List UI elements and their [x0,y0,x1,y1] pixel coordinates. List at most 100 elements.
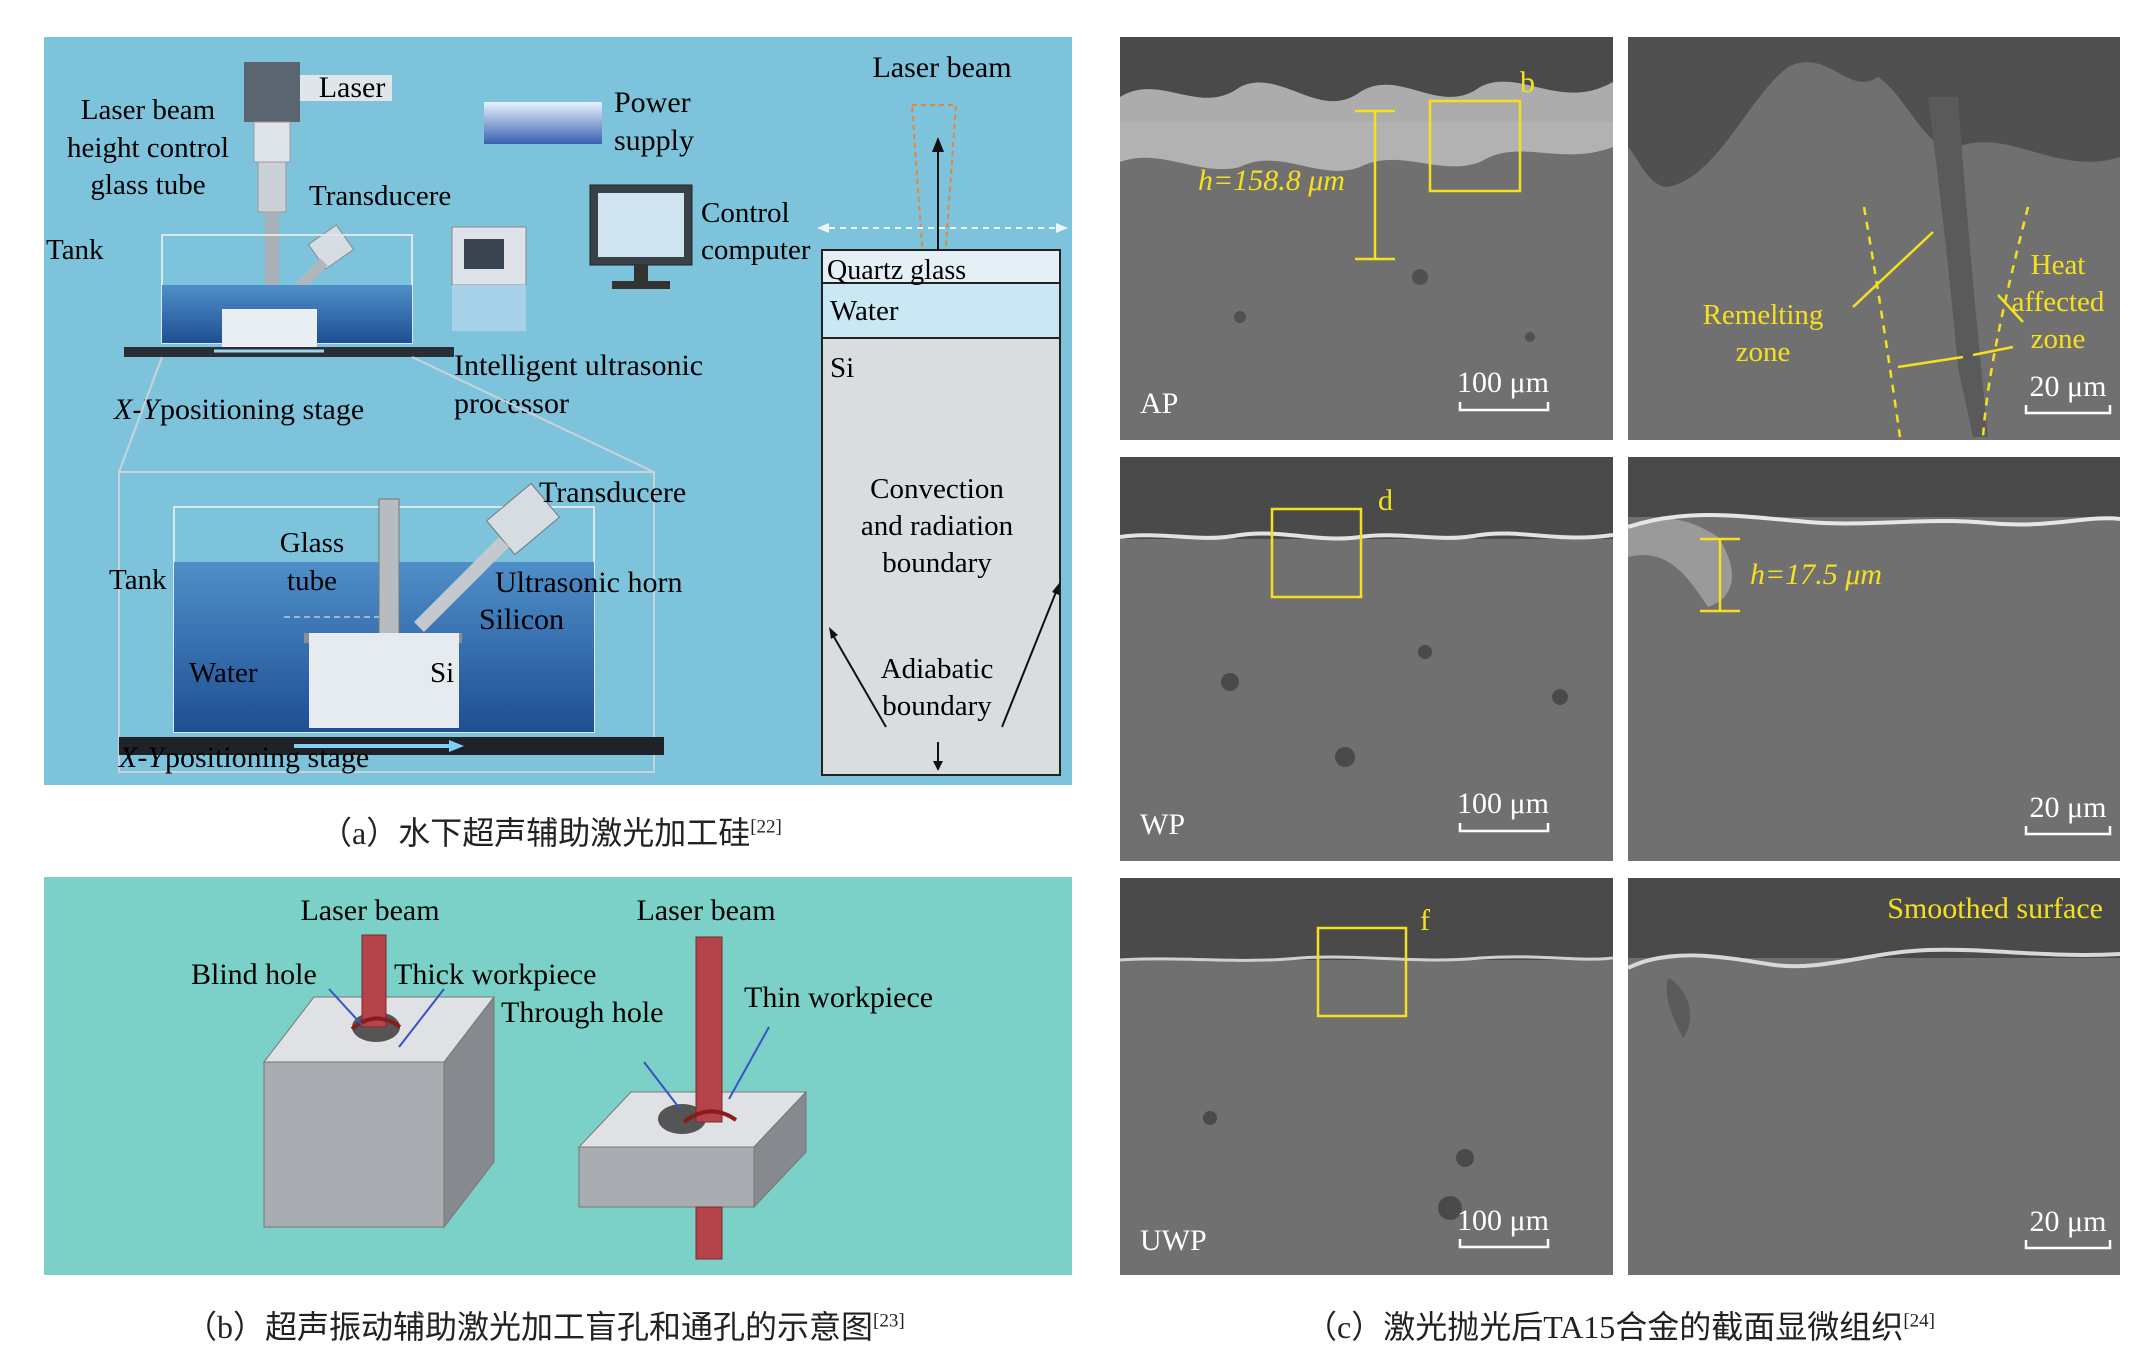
label-laser: Laser [319,71,386,104]
label-water-zoom: Water [189,657,258,689]
caption-c-ref: [24] [1903,1310,1935,1332]
caption-b: （b）超声振动辅助激光加工盲孔和通孔的示意图[23] [185,1302,905,1348]
sem-uwp-scale-high: 20 μm [2030,1205,2107,1238]
beam-axis-arrow-head [932,137,944,152]
caption-a-ref: [22] [750,816,782,838]
sem-wp-zoom-surface-line [1628,513,2120,529]
sem-uwp-low-svg: f UWP 100 μm [1120,878,1613,1257]
power-supply [484,102,602,144]
computer-base [612,281,670,289]
sem-ap-high-svg: Remelting zone Heat affected zone 20 μm [1628,37,2120,438]
stage-zoom-arrow-head [449,740,464,752]
sem-wp-high-mag: h=17.5 μm 20 μm [1628,457,2120,861]
sem-ap-remelt-crack [1928,97,1988,437]
label-power-2: supply [614,124,694,157]
label-processor-1: Intelligent ultrasonic [454,349,703,382]
label-transducere-zoom: Transducere [539,476,686,509]
sem-ap-zoom-box [1428,99,1522,193]
label-through-hole: Through hole [501,996,663,1029]
sem-wp-h-label: h=17.5 μm [1750,558,1882,591]
adiabatic-arrow-right [1001,591,1057,728]
sem-ap-h-label: h=158.8 μm [1198,164,1345,197]
sem-wp-low-mag: d WP 100 μm [1120,457,1613,861]
panel-b-svg: Laser beam Blind hole Thick workpiece La… [191,894,933,1260]
sem-ap-remelting-1: Remelting [1703,299,1824,331]
pointer-through-hole [643,1061,681,1110]
convection-arrow-left [817,223,829,233]
sem-ap-remelt-pointer [1852,231,1934,308]
height-control-tube-lower [257,161,287,213]
label-laser-beam-left: Laser beam [300,894,439,927]
processor-screen [464,239,504,269]
panel-a-svg: Laser Laser beam height control glass tu… [46,51,1068,776]
sem-ap-haz-1: Heat [2031,249,2086,281]
label-thin-workpiece: Thin workpiece [744,981,933,1014]
sem-ap-haz-pointer-3 [1997,294,2024,323]
label-tank-top: Tank [46,234,104,266]
glass-tube-zoom [378,498,400,652]
zoom-line-right [411,356,655,473]
label-stage-top: positioning stage [160,393,364,426]
sem-wp-pore [1418,645,1432,659]
pointer-blind-hole [328,988,363,1026]
sem-ap-high-mag: Remelting zone Heat affected zone 20 μm [1628,37,2120,440]
label-blind-hole: Blind hole [191,958,317,991]
height-control-tube [253,121,291,163]
adiabatic-arrow-left-head [829,627,838,639]
sem-ap-scale-bar-high [2024,405,2112,415]
label-si-layer: Si [830,352,854,384]
sem-uwp-scale-low: 100 μm [1457,1204,1549,1237]
label-convection-3: boundary [882,547,992,579]
sem-uwp-surface-line [1120,955,1613,962]
computer-neck [634,265,648,281]
sem-ap-haz-2: affected [2012,286,2105,318]
label-ultrasonic-horn: Ultrasonic horn [495,566,682,599]
label-adiabatic-2: boundary [882,690,992,722]
label-stage-bottom: positioning stage [165,741,369,774]
label-height-control-3: glass tube [90,169,205,201]
laser-beam-right [695,936,723,1123]
transducer-zoom [485,482,561,556]
sem-ap-haz-pointer-2 [1972,345,2014,357]
laser-beam-right-exit [695,1206,723,1260]
label-height-control-1: Laser beam [81,94,216,126]
sem-ap-remelt-boundary-right [1981,206,2030,438]
vibration-ring-right [682,1109,738,1124]
thin-block-front [578,1146,755,1208]
sem-wp-background-top [1120,457,1613,539]
sem-ap-scale-high: 20 μm [2030,370,2107,403]
panel-b-hole-diagram: Laser beam Blind hole Thick workpiece La… [44,877,1072,1275]
sem-uwp-scale-bar-high [2024,1240,2112,1250]
sem-uwp-background-top [1120,878,1613,960]
sem-uwp-scale-bar-low [1458,1239,1550,1249]
panel-a-setup-diagram: Laser Laser beam height control glass tu… [44,37,1072,785]
label-si-zoom: Si [430,657,454,689]
adiabatic-arrow-left [833,636,887,728]
thick-block-front [263,1061,445,1228]
sem-wp-zoom-background-top [1628,457,2120,517]
si-sample-zoom [309,633,459,728]
sem-ap-pore [1525,332,1535,342]
sem-uwp-zoom-surface-line [1628,947,2120,970]
sem-ap-scale-low: 100 μm [1457,366,1549,399]
quartz-glass-layer [821,249,1061,284]
sem-uwp-low-mag: f UWP 100 μm [1120,878,1613,1275]
sem-uwp-high-mag: Smoothed surface 20 μm [1628,878,2120,1275]
sem-ap-remelt-boundary-left [1862,206,1902,438]
si-sample-top [222,309,317,347]
through-hole [658,1104,706,1134]
label-water-layer: Water [830,295,899,327]
label-computer-2: computer [701,234,811,266]
label-computer-1: Control [701,197,790,229]
sem-ap-low-mag: b h=158.8 μm AP 100 μm [1120,37,1613,440]
label-adiabatic-1: Adiabatic [881,653,994,685]
label-laser-beam-right: Laser beam [636,894,775,927]
sem-ap-scale-bar-low [1458,402,1550,412]
sem-wp-scale-bar-high [2024,826,2112,836]
sem-ap-pore [1234,311,1246,323]
label-transducere-top: Transducere [309,180,451,212]
label-height-control-2: height control [67,132,229,164]
sem-uwp-high-svg: Smoothed surface 20 μm [1628,878,2120,1250]
label-silicon: Silicon [479,603,564,636]
sem-uwp-pore [1456,1149,1474,1167]
